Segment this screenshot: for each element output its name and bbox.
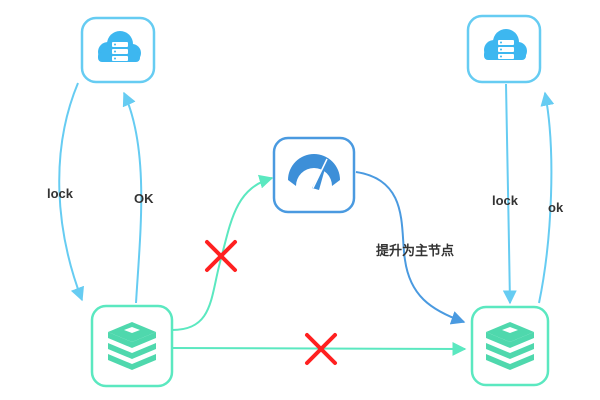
right-server-node — [466, 14, 542, 84]
redis-icon — [486, 322, 534, 370]
cross-icon — [205, 240, 237, 272]
left-ok-arrow — [122, 91, 143, 304]
left-lock-label: lock — [47, 186, 74, 201]
edge-labels: lock OK lock ok 提升为主节点 — [47, 186, 564, 258]
cloud-server-icon — [98, 31, 141, 62]
right-ok-arrow — [538, 91, 555, 304]
cloud-server-icon — [484, 29, 527, 60]
left-lock-arrow — [58, 82, 85, 302]
left-redis-node — [90, 304, 174, 388]
promote-label: 提升为主节点 — [376, 243, 454, 258]
sentinel-node — [272, 136, 356, 214]
right-ok-label: ok — [548, 200, 564, 215]
left-ok-label: OK — [134, 191, 154, 206]
promote-arrow — [355, 171, 466, 325]
right-lock-arrow — [502, 83, 517, 305]
right-lock-label: lock — [492, 193, 519, 208]
right-redis-node — [470, 305, 550, 387]
redis-icon — [108, 322, 156, 370]
gauge-icon — [288, 154, 340, 190]
left-server-node — [80, 16, 156, 84]
cross-icon — [305, 333, 337, 365]
